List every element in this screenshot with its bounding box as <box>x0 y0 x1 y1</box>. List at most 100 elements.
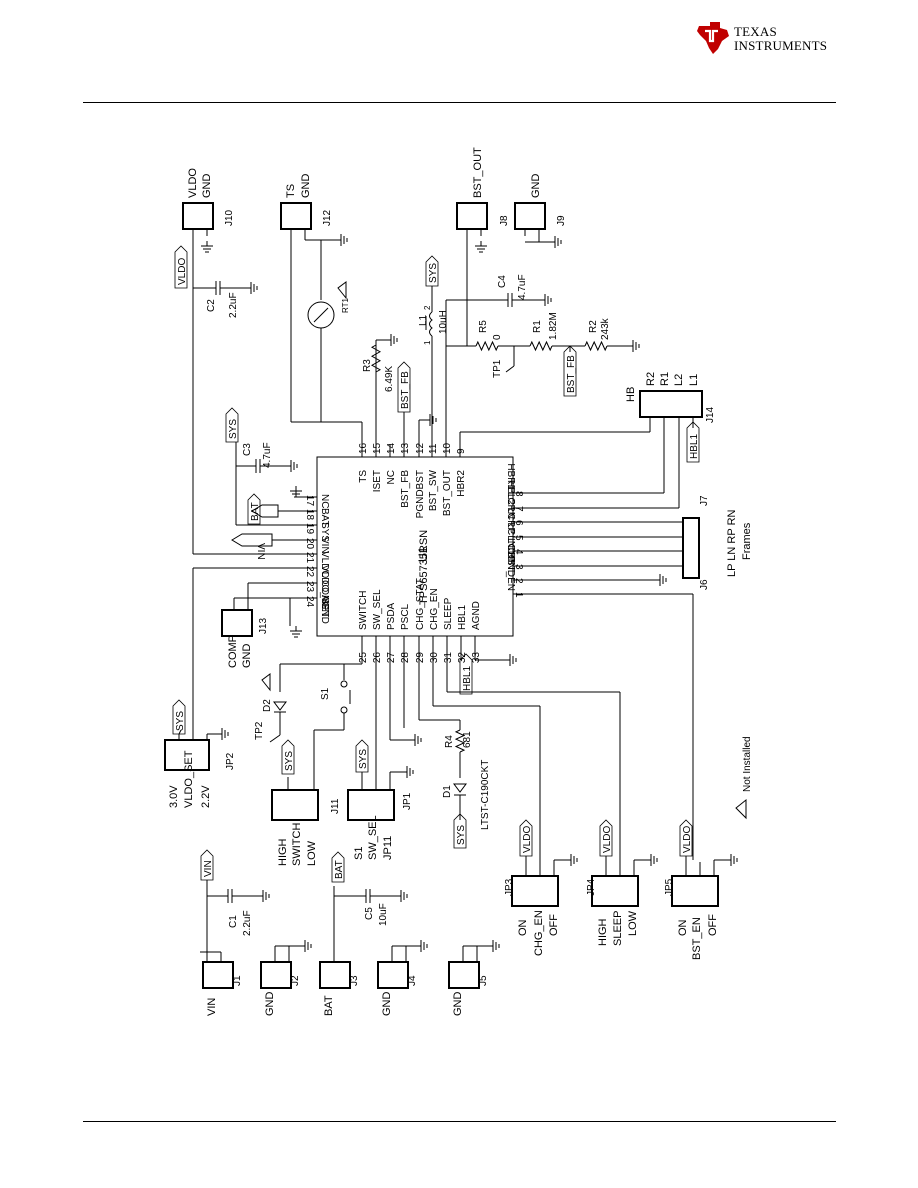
c2-ref: C2 <box>206 299 217 312</box>
pin-name: BST_SW <box>428 469 439 511</box>
bat-flag-2-text: BAT <box>334 860 345 879</box>
j1-header-ref: J1 <box>232 975 243 986</box>
j10-ref: J10 <box>224 209 235 226</box>
pin-number: 30 <box>429 652 440 664</box>
j5-header-ref: J5 <box>478 975 489 986</box>
j3-header <box>319 961 351 989</box>
jp3-header <box>511 875 559 907</box>
pin-number: 21 <box>304 552 315 564</box>
j8-ground <box>475 241 487 253</box>
pin-number: 13 <box>400 442 411 454</box>
j14-ref: J14 <box>705 406 716 423</box>
jp4-label-low: LOW <box>627 910 639 936</box>
frames-label-1: LP LN RP RN <box>726 509 738 577</box>
pin-name: DGND <box>505 548 516 577</box>
psda-ground <box>410 734 422 746</box>
j2-header-ref: J2 <box>290 975 301 986</box>
pin-number: 31 <box>443 652 454 664</box>
pin-name: VLDO_SET <box>319 565 330 617</box>
j10-ground <box>201 241 213 253</box>
ti-logo-icon <box>697 22 729 54</box>
vldo-flag-2 <box>519 819 533 857</box>
pin-number: 15 <box>372 442 383 454</box>
jp5-ground <box>726 854 738 866</box>
j14-label-l1: L1 <box>688 374 700 386</box>
nc-ground <box>290 486 302 498</box>
j11-header <box>271 789 319 821</box>
j13-label-gnd: GND <box>241 644 253 669</box>
rt1-zigzag <box>313 307 329 323</box>
pin-name: LCLP <box>505 538 516 563</box>
c2-capacitor <box>215 281 221 295</box>
r2-resistor <box>584 340 608 352</box>
c3-capacitor <box>255 459 261 473</box>
j7-ref: J7 <box>699 495 710 506</box>
j4-header-label: GND <box>381 992 393 1017</box>
wire <box>505 365 515 373</box>
jp2-ref: JP2 <box>225 752 236 770</box>
j14-header <box>639 390 703 418</box>
rt1-ref: RT1 <box>341 297 350 313</box>
j14-label-hb: HB <box>625 387 637 402</box>
pgnd-ground <box>425 414 437 426</box>
vldo-flag-3-text: VLDO <box>602 826 613 853</box>
pin-number: 4 <box>513 549 524 555</box>
j9-header <box>514 202 546 230</box>
not-installed-mark-rt1 <box>337 281 347 300</box>
pin-number: 19 <box>304 523 315 535</box>
j2-header-label: GND <box>264 992 276 1017</box>
j14-label-r1: R1 <box>659 372 671 386</box>
sys-flag-2-text: SYS <box>228 419 239 439</box>
pin-name: BST_EN <box>505 552 516 591</box>
c5-value: 10uF <box>378 903 389 926</box>
pin-name: COMP <box>319 580 330 610</box>
jp2-label-2v: 2.2V <box>200 785 212 808</box>
pin-number: 25 <box>358 652 369 664</box>
pin-name: PGNDBST <box>415 470 426 518</box>
r2-ground <box>628 340 640 352</box>
pin-name: AGND <box>319 595 330 624</box>
sys-flag-4-text: SYS <box>284 751 295 771</box>
jp4-label-high: HIGH <box>597 918 609 946</box>
jp3-label-off: OFF <box>548 914 560 936</box>
r4-resistor <box>454 729 466 753</box>
sys-flag-6 <box>453 813 467 849</box>
c3-value: 4.7uF <box>262 442 273 468</box>
d2-ref: D2 <box>262 699 273 712</box>
pin-number: 24 <box>304 596 315 608</box>
j2-ground <box>300 940 312 952</box>
l1-value: 10uH <box>438 310 449 334</box>
pin-name: NC <box>319 494 330 508</box>
j9-ground <box>550 236 562 248</box>
jp1-header <box>347 789 395 821</box>
j9-ref: J9 <box>556 215 567 226</box>
vldo-flag-4 <box>679 819 693 857</box>
jp1-label-jp11: JP11 <box>382 836 394 860</box>
j6-j7-header <box>682 517 700 579</box>
vldo-flag-4-text: VLDO <box>682 826 693 853</box>
j5-header-label: GND <box>452 992 464 1017</box>
pin-name: NC <box>386 470 397 484</box>
pin-number: 2 <box>513 578 524 584</box>
j4-header <box>377 961 409 989</box>
vin-flag-text: VIN <box>255 543 266 560</box>
jp5-label-bst-en: BST_EN <box>691 917 703 960</box>
pin-number: 16 <box>358 442 369 454</box>
j8-ref: J8 <box>499 215 510 226</box>
j10-label-vldo: VLDO <box>187 168 199 198</box>
r4-ref: R4 <box>444 735 455 748</box>
j8-header <box>456 202 488 230</box>
pin-name: HBL2 <box>505 480 516 505</box>
jp4-header <box>591 875 639 907</box>
sys-flag-3-text: SYS <box>175 711 186 731</box>
j3-header-label: BAT <box>323 995 335 1016</box>
bst-fb-flag-1 <box>397 361 411 413</box>
j2-header <box>260 961 292 989</box>
frames-label-2: Frames <box>741 522 753 560</box>
pin-name: LCRN <box>505 492 516 519</box>
c2-ground <box>246 282 258 294</box>
j12-ground <box>336 234 348 246</box>
r5-resistor <box>475 340 499 352</box>
pin-number: 9 <box>456 448 467 454</box>
dgnd-ground <box>655 574 667 586</box>
